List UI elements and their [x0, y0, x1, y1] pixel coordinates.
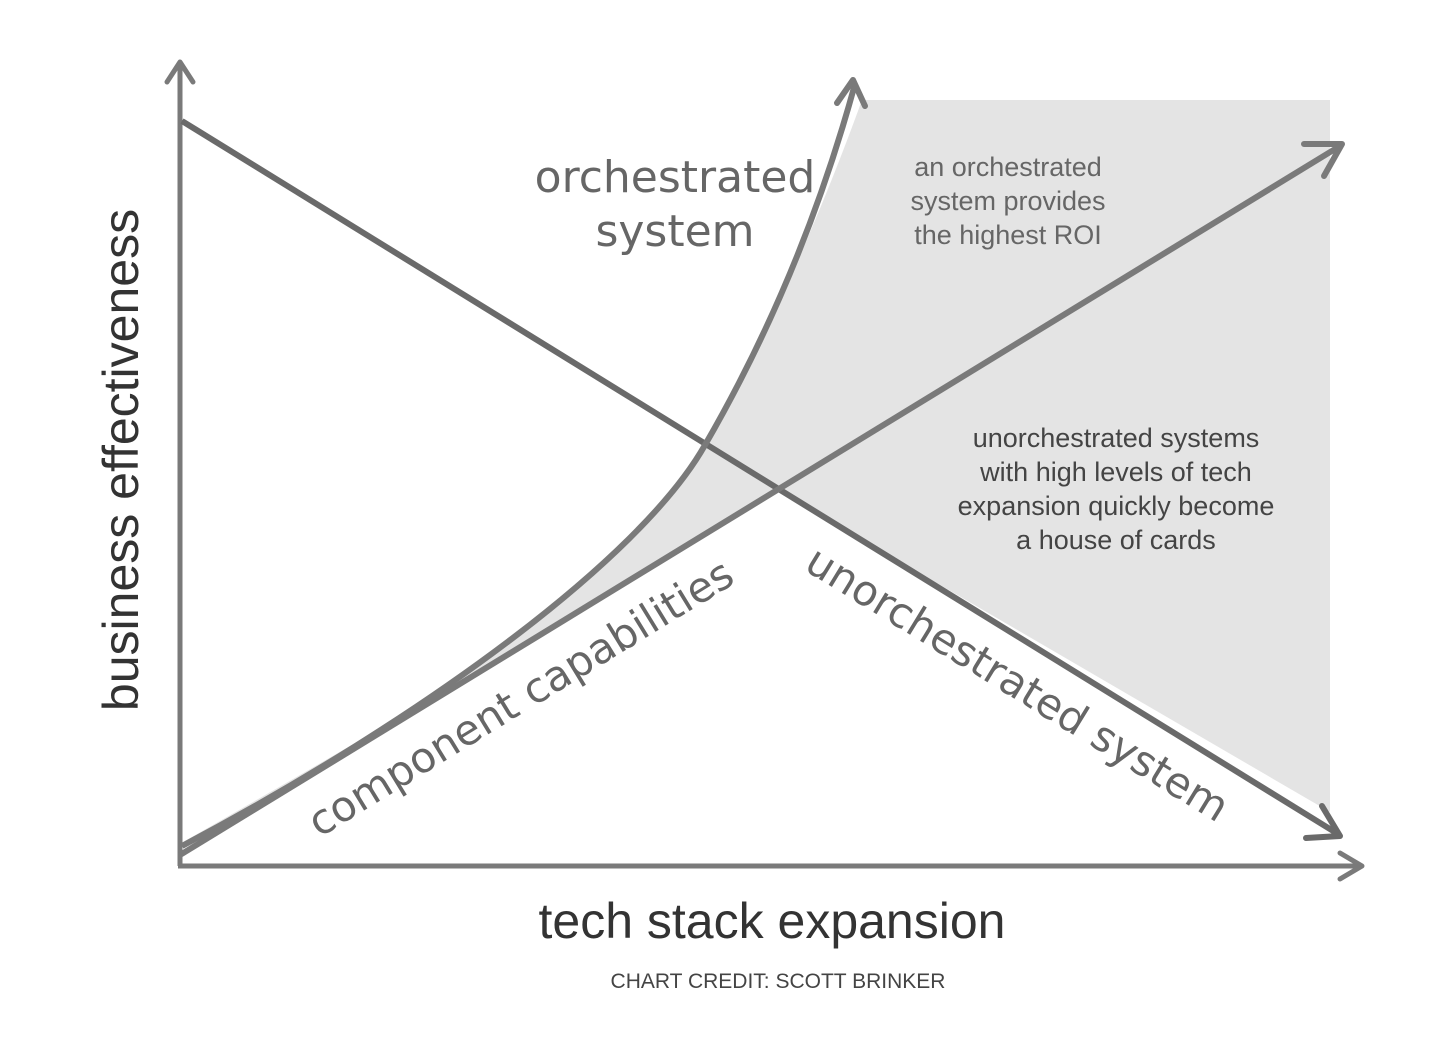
roi-callout-line3: the highest ROI: [914, 220, 1102, 250]
house-callout-line3: expansion quickly become: [958, 491, 1275, 521]
chart-credit: CHART CREDIT: SCOTT BRINKER: [611, 970, 946, 993]
house-callout-line1: unorchestrated systems: [973, 423, 1260, 453]
unorchestrated-system-line: [180, 118, 1340, 837]
orchestrated-system-curve: [180, 83, 858, 849]
orchestrated-label-line1: orchestrated: [535, 152, 816, 203]
component-capabilities-arrowhead: [1301, 141, 1345, 179]
component-capabilities-label: component capabilities: [299, 549, 742, 847]
unorchestrated-arrowhead: [1303, 803, 1343, 841]
orchestrated-label-line2: system: [595, 206, 754, 257]
x-axis-arrowhead: [1337, 850, 1365, 882]
orchestrated-arrowhead: [834, 77, 868, 109]
y-axis-label: business effectiveness: [93, 209, 149, 711]
y-axis-arrowhead: [164, 59, 196, 85]
house-callout-line4: a house of cards: [1016, 525, 1216, 555]
x-axis-label: tech stack expansion: [539, 893, 1006, 949]
roi-shaded-region: [183, 100, 1330, 842]
roi-callout-line1: an orchestrated: [914, 152, 1102, 182]
roi-callout-line2: system provides: [910, 186, 1105, 216]
house-callout-line2: with high levels of tech: [979, 457, 1252, 487]
